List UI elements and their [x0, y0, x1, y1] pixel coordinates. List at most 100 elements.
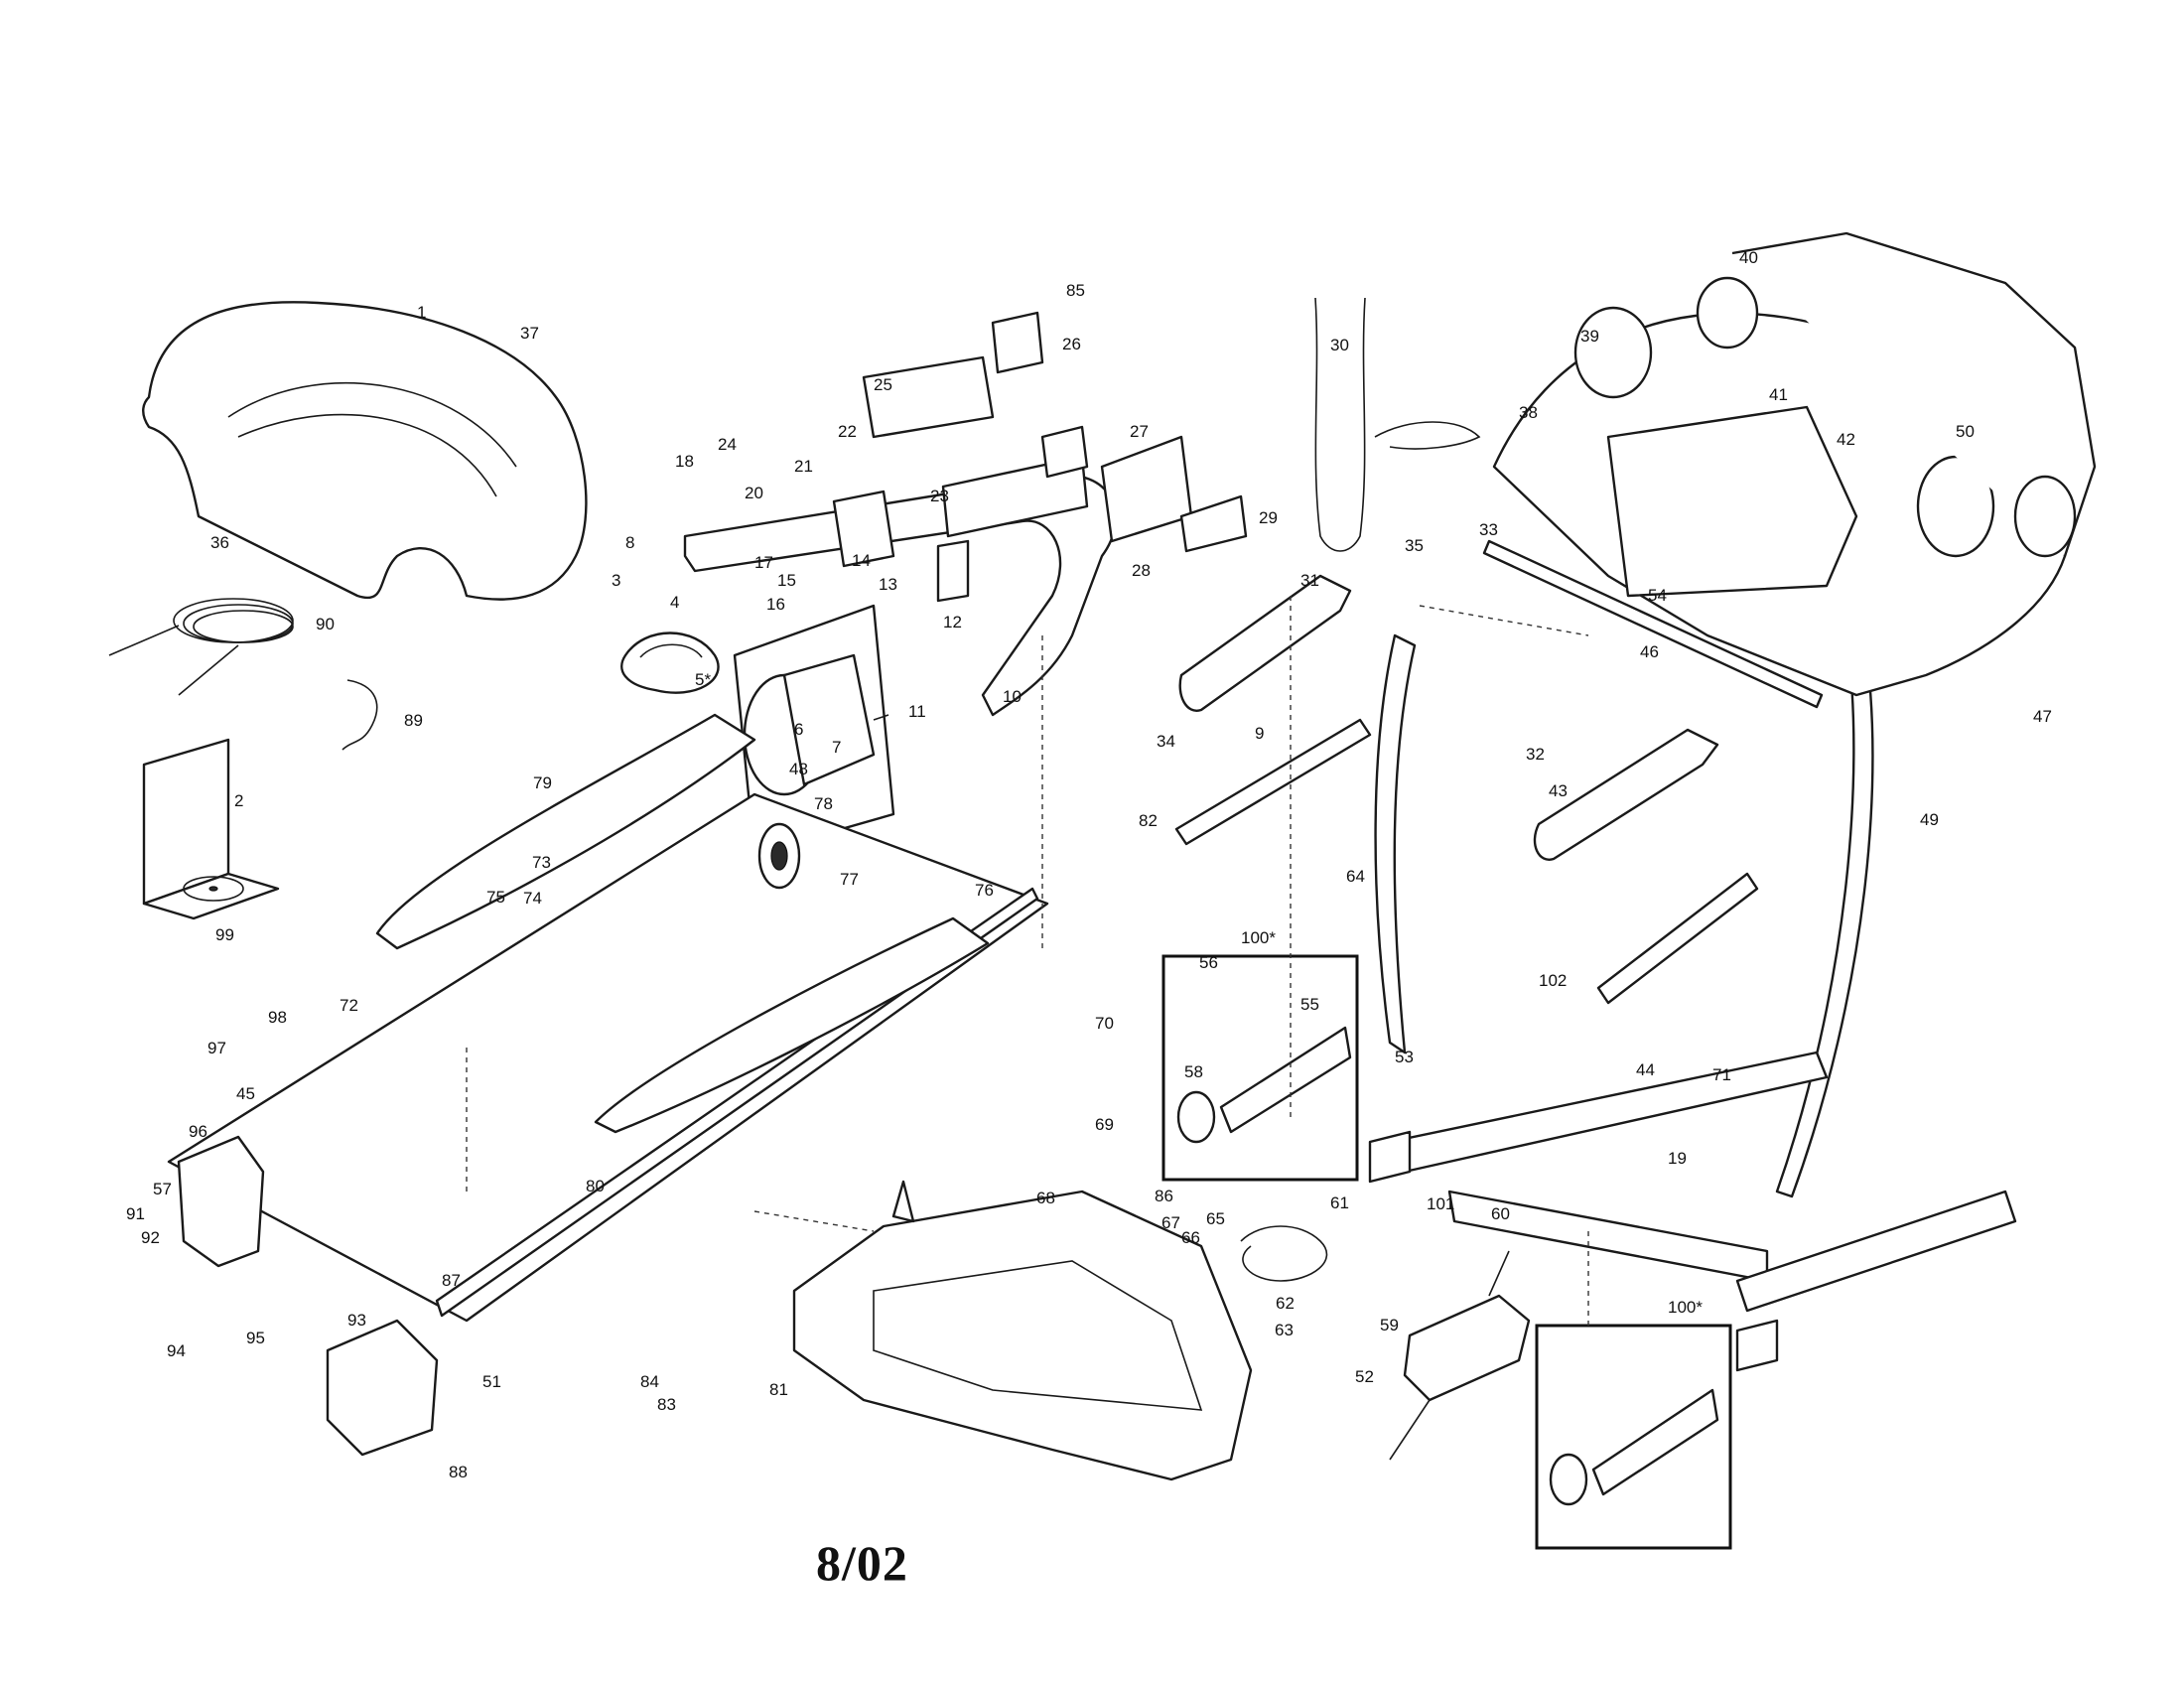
callout-label: 4 — [670, 593, 679, 612]
crossbar-part — [1482, 539, 1824, 709]
callout-label: 48 — [789, 760, 808, 778]
callout-label: 26 — [1062, 335, 1081, 353]
callout-label: 3 — [612, 571, 620, 590]
callout-label: 74 — [523, 889, 542, 908]
callout-label: 95 — [246, 1329, 265, 1347]
callout-label: 79 — [533, 773, 552, 792]
callout-label: 31 — [1300, 571, 1319, 590]
callout-label: 52 — [1355, 1367, 1374, 1386]
callout-label: 54 — [1648, 586, 1667, 605]
callout-label: 44 — [1636, 1060, 1655, 1079]
callout-label: 58 — [1184, 1062, 1203, 1081]
motor-frame-part — [683, 474, 1117, 717]
callout-label: 5* — [695, 670, 711, 689]
callout-label: 83 — [657, 1395, 676, 1414]
callout-label: 77 — [840, 870, 859, 889]
assembly-guidelines — [753, 596, 1589, 1331]
rear-endcap-left-part — [177, 1135, 265, 1268]
callout-label: 42 — [1837, 430, 1855, 449]
callout-label: 30 — [1330, 336, 1349, 354]
callout-label: 50 — [1956, 422, 1975, 441]
callout-label: 8 — [625, 533, 634, 552]
wheel-bracket-inset-left — [1161, 954, 1359, 1182]
callout-label: 40 — [1739, 248, 1758, 267]
callout-label: 90 — [316, 615, 335, 633]
front-roller-pulley-part — [757, 822, 801, 890]
callout-label: 81 — [769, 1380, 788, 1399]
callout-label: 63 — [1275, 1321, 1294, 1339]
callout-label: 98 — [268, 1008, 287, 1027]
callout-label: 28 — [1132, 561, 1151, 580]
callout-label: 18 — [675, 452, 694, 471]
callout-label: 57 — [153, 1180, 172, 1198]
callout-label: 61 — [1330, 1193, 1349, 1212]
callout-label: 45 — [236, 1084, 255, 1103]
callout-label: 9 — [1255, 724, 1264, 743]
callout-label: 101 — [1427, 1194, 1454, 1213]
controller-boards-part — [862, 311, 1248, 553]
callout-label: 96 — [189, 1122, 207, 1141]
callout-label: 62 — [1276, 1294, 1295, 1313]
right-handrail-bracket-part — [1596, 872, 1759, 1005]
callout-label: 92 — [141, 1228, 160, 1247]
callout-label: 67 — [1161, 1213, 1180, 1232]
callout-label: 75 — [486, 888, 505, 907]
callout-label: 33 — [1479, 520, 1498, 539]
rear-endcap-right-part — [326, 1319, 439, 1457]
callout-label: 80 — [586, 1177, 605, 1195]
safety-key-strap-part — [1314, 297, 1366, 552]
callout-label: 20 — [745, 484, 763, 502]
callout-label: 87 — [442, 1271, 461, 1290]
callout-label: 88 — [449, 1463, 468, 1481]
callout-label: 100* — [1668, 1298, 1703, 1317]
callout-label: 82 — [1139, 811, 1158, 830]
right-side-rail-part — [594, 916, 990, 1134]
callout-label: 16 — [766, 595, 785, 614]
callout-label: 21 — [794, 457, 813, 476]
callout-label: 84 — [640, 1372, 659, 1391]
callout-label: 43 — [1549, 781, 1568, 800]
callout-label: 36 — [210, 533, 229, 552]
callout-label: 32 — [1526, 745, 1545, 764]
callout-label: 1 — [417, 303, 426, 322]
upright-frame-part — [1368, 633, 2017, 1372]
callout-label: 7 — [832, 738, 841, 757]
callout-label: 19 — [1668, 1149, 1687, 1168]
drive-motor-part — [733, 604, 895, 856]
callout-label: 85 — [1066, 281, 1085, 300]
callout-label: 59 — [1380, 1316, 1399, 1334]
callout-label: 41 — [1769, 385, 1788, 404]
base-cover-part — [792, 1180, 1253, 1481]
callout-labels: 1234678910111213141516171819202122232425… — [126, 248, 2052, 1481]
callout-label: 68 — [1036, 1189, 1055, 1207]
callout-label: 24 — [718, 435, 737, 454]
drive-belt-part — [620, 632, 720, 694]
callout-label: 66 — [1181, 1228, 1200, 1247]
left-handrail-bracket-part — [1174, 718, 1372, 846]
callout-label: 49 — [1920, 810, 1939, 829]
callout-label: 93 — [347, 1311, 366, 1330]
callout-label: 97 — [207, 1039, 226, 1057]
callout-label: 55 — [1300, 995, 1319, 1014]
callout-label: 17 — [754, 553, 773, 572]
callout-label: 100* — [1241, 928, 1276, 947]
callout-label: 34 — [1157, 732, 1175, 751]
callout-label: 11 — [908, 702, 926, 721]
right-handgrip-part — [1533, 728, 1719, 861]
callout-label: 89 — [404, 711, 423, 730]
console-cable-part — [1374, 421, 1481, 450]
left-side-rail-part — [375, 713, 756, 950]
wheel-bracket-inset-right — [1535, 1324, 1732, 1550]
callout-label: 72 — [340, 996, 358, 1015]
cable-coil-part — [108, 598, 294, 696]
incline-motor-part — [1389, 1250, 1531, 1461]
callout-label: 13 — [879, 575, 897, 594]
callout-label: 25 — [874, 375, 892, 394]
manual-with-disc-part — [142, 738, 280, 920]
callout-label: 65 — [1206, 1209, 1225, 1228]
callout-label: 64 — [1346, 867, 1365, 886]
callout-label: 29 — [1259, 508, 1278, 527]
callout-label: 53 — [1395, 1048, 1414, 1066]
callout-label: 46 — [1640, 642, 1659, 661]
